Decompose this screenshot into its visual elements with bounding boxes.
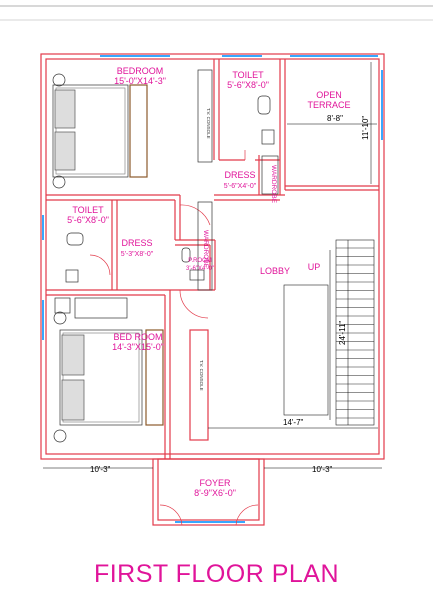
bed-bottom-left — [53, 311, 164, 443]
terrace-height-dim: 11'-10" — [361, 116, 370, 140]
dress1-size: 5'-6"X4'-0" — [224, 183, 257, 190]
stair-width-dim: 14'-7" — [283, 418, 304, 427]
bedroom1-name: BEDROOM — [117, 66, 164, 76]
proom-name: P.ROOM — [188, 258, 212, 264]
sofa — [54, 297, 128, 319]
wardrobe2-label: WARDROBE — [202, 230, 209, 269]
dress1-name: DRESS — [224, 170, 255, 180]
staircase — [283, 239, 375, 426]
plan-title: FIRST FLOOR PLAN — [93, 560, 340, 588]
toilet1-name: TOILET — [232, 70, 264, 80]
toilet-fixtures — [65, 95, 275, 283]
interior-walls — [46, 59, 379, 459]
tv-console-2-label: T.V. CONSOLE — [199, 360, 204, 391]
bed-top-left — [52, 73, 148, 189]
bedroom1-size: 15'-0"X14'-3" — [114, 76, 166, 86]
terrace-line1: OPEN — [316, 90, 342, 100]
dress2-size: 5'-3"X8'-0" — [121, 251, 154, 258]
proom-size: 3'-6"X4'-0" — [186, 266, 214, 272]
right-bottom-dim: 10'-3" — [312, 465, 333, 474]
wardrobe-dress2 — [197, 201, 213, 291]
terrace-line2: TERRACE — [307, 100, 350, 110]
foyer-size: 8'-9"X6'-0" — [194, 488, 236, 498]
toilet1-size: 5'-6"X8'-0" — [227, 80, 269, 90]
lobby-label: LOBBY — [260, 266, 290, 276]
left-bottom-dim: 10'-3" — [90, 465, 111, 474]
wardrobe1-label: WARDROBE — [270, 165, 277, 204]
up-label: UP — [308, 262, 321, 272]
tv-console-top — [197, 69, 213, 163]
bedroom2-size: 14'-3"X15'-0" — [112, 342, 164, 352]
tv-console-1-label: T.V. CONSOLE — [206, 108, 211, 139]
wardrobe-dress1 — [261, 155, 279, 195]
terrace-width-dim: 8'-8" — [327, 114, 343, 123]
stair-treads — [336, 247, 374, 419]
bedroom2-name: BED ROOM — [113, 332, 162, 342]
windows — [42, 55, 383, 523]
foyer-name: FOYER — [199, 478, 231, 488]
exterior-walls — [40, 53, 385, 526]
dimension-lines — [43, 62, 382, 469]
toilet2-name: TOILET — [72, 205, 104, 215]
stair-length-dim: 24'-11" — [338, 321, 347, 345]
dress2-name: DRESS — [121, 238, 152, 248]
toilet2-size: 5'-6"X8'-0" — [67, 215, 109, 225]
